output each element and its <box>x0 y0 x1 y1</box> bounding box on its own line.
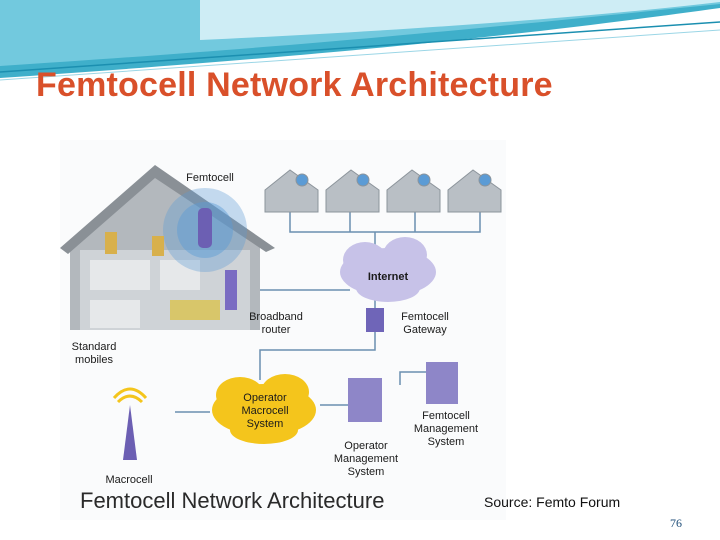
label-femtocell-gateway: Femtocell Gateway <box>401 311 449 336</box>
femtocell-management-server-icon <box>426 362 458 404</box>
figure-caption: Femtocell Network Architecture <box>80 488 385 513</box>
macrocell-tower-icon <box>112 387 148 460</box>
label-femtocell: Femtocell <box>186 172 234 184</box>
network-architecture-figure: Femtocell Internet Broadband router Femt… <box>60 140 506 520</box>
femtocell-gateway-icon <box>366 308 384 332</box>
label-femtocell-management-system: Femtocell Management System <box>413 410 479 448</box>
slide-title: Femtocell Network Architecture <box>36 66 553 104</box>
remote-homes <box>264 169 502 213</box>
internet-cloud <box>340 237 436 302</box>
label-internet: Internet <box>367 271 409 283</box>
label-operator-management-system: Operator Management System <box>333 440 399 478</box>
source-credit: Source: Femto Forum <box>484 494 621 510</box>
network-diagram <box>60 165 502 460</box>
label-broadband-router: Broadband router <box>249 311 303 336</box>
house-illustration <box>60 165 275 330</box>
operator-management-server-icon <box>348 378 382 422</box>
header-swoosh <box>0 0 720 81</box>
label-macrocell: Macrocell <box>105 474 153 486</box>
label-standard-mobiles: Standard mobiles <box>71 341 117 366</box>
page-number: 76 <box>670 516 682 530</box>
label-operator-macrocell-system: Operator Macrocell System <box>241 392 289 430</box>
operator-macrocell-cloud <box>212 374 316 444</box>
